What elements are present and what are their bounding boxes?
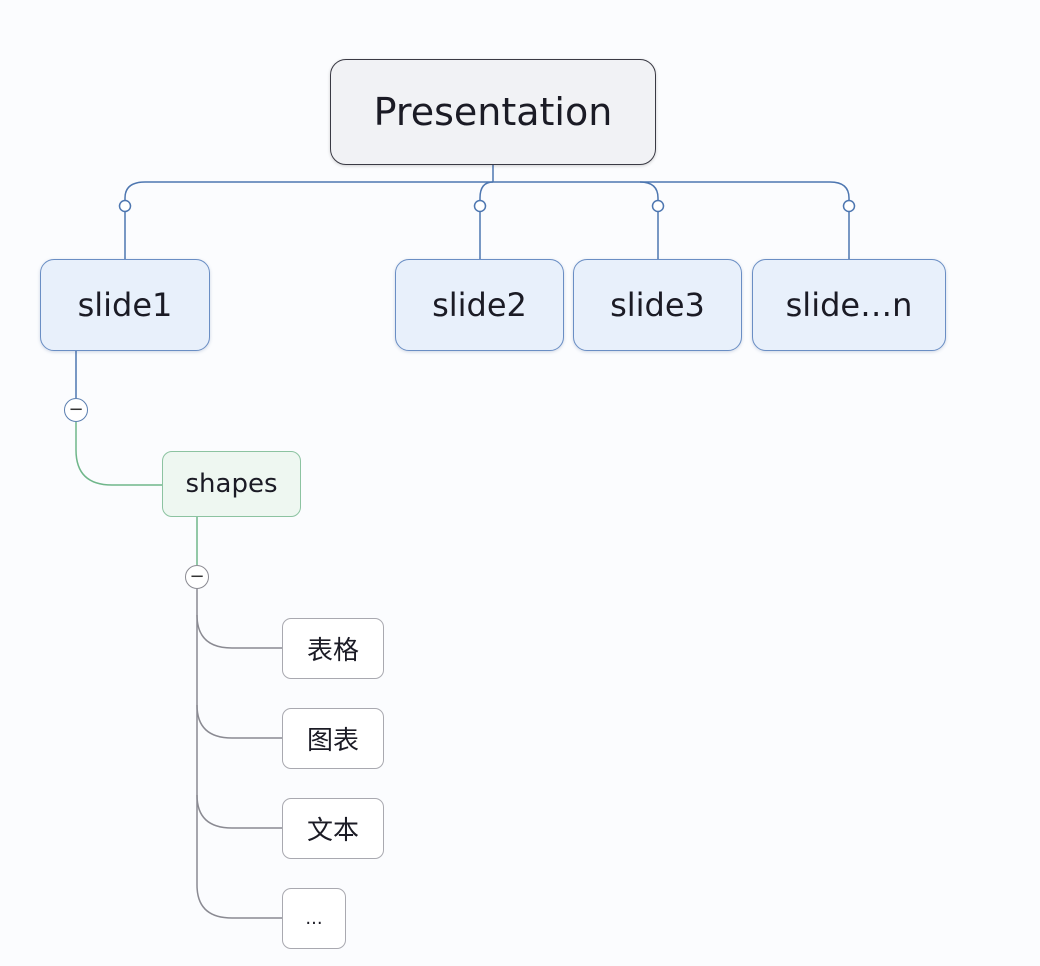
- connector-leaf-2: [196, 615, 282, 739]
- connector-leaf-4: [196, 795, 282, 919]
- leaf-node-text[interactable]: 文本: [282, 798, 384, 859]
- leaf-node-table[interactable]: 表格: [282, 618, 384, 679]
- junction-dot-slide3: [651, 199, 665, 213]
- slide-node-n[interactable]: slide…n: [752, 259, 946, 351]
- slide1-connectors: [75, 351, 162, 486]
- connector-leaf-1: [196, 589, 282, 649]
- collapse-slide1-button[interactable]: −: [64, 398, 88, 422]
- shapes-connectors: [196, 517, 282, 919]
- junction-dot-slide2: [473, 199, 487, 213]
- root-connectors: [124, 165, 850, 259]
- root-node-presentation[interactable]: Presentation: [330, 59, 656, 165]
- connector-slide1: [124, 181, 493, 259]
- leaf-node-more[interactable]: ...: [282, 888, 346, 949]
- connector-leaf-3: [196, 705, 282, 829]
- junction-dot-slide-n: [842, 199, 856, 213]
- junction-dot-slide1: [118, 199, 132, 213]
- slide-node-1[interactable]: slide1: [40, 259, 210, 351]
- leaf-node-chart[interactable]: 图表: [282, 708, 384, 769]
- connector-slide3: [493, 181, 659, 259]
- shapes-node[interactable]: shapes: [162, 451, 301, 517]
- connector-slide2: [479, 181, 494, 259]
- slide-node-3[interactable]: slide3: [573, 259, 742, 351]
- connector-slide-n: [640, 181, 850, 259]
- junction-dots: [118, 199, 856, 213]
- connector-shapes: [75, 422, 162, 486]
- collapse-shapes-button[interactable]: −: [185, 565, 209, 589]
- slide-node-2[interactable]: slide2: [395, 259, 564, 351]
